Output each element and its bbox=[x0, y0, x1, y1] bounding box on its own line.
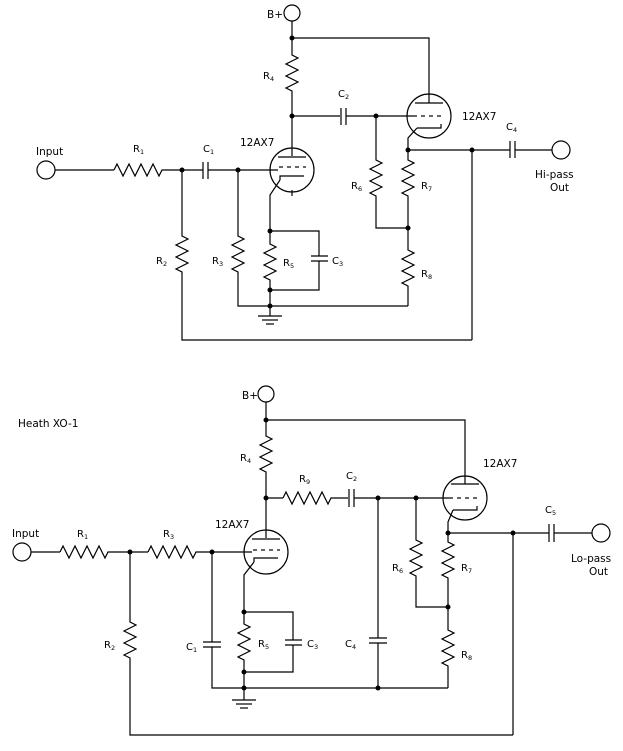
bottom-R5-resistor bbox=[236, 612, 252, 672]
bottom-R2-label: R2 bbox=[104, 640, 115, 652]
bottom-tube2-label: 12AX7 bbox=[483, 458, 517, 470]
bottom-tube1-label: 12AX7 bbox=[215, 519, 249, 531]
top-tube-V2 bbox=[406, 93, 452, 139]
bottom-tube-V2 bbox=[442, 475, 488, 521]
bottom-C5-label: C5 bbox=[545, 505, 556, 517]
top-output-label-line1: Hi-pass bbox=[535, 169, 574, 181]
bottom-R7-resistor bbox=[440, 533, 456, 607]
bottom-caption: Heath XO-1 bbox=[18, 418, 78, 430]
lo-pass-circuit: Heath XO-1 B+ R4 R9 C2 12AX7 12AX7 Input… bbox=[12, 385, 611, 736]
top-input-terminal bbox=[36, 160, 56, 180]
bottom-R9-label: R9 bbox=[299, 474, 310, 486]
bottom-C3-label: C3 bbox=[307, 639, 318, 651]
top-R7-resistor bbox=[400, 150, 416, 228]
top-R5-resistor bbox=[262, 231, 278, 290]
top-R8-label: R8 bbox=[421, 269, 432, 281]
bottom-R1-resistor bbox=[59, 544, 130, 560]
bottom-R9-resistor bbox=[282, 490, 348, 506]
bottom-R8-label: R8 bbox=[461, 650, 472, 662]
bottom-R3-resistor bbox=[147, 544, 252, 560]
bottom-R1-label: R1 bbox=[77, 529, 88, 541]
bottom-output-label-line2: Out bbox=[589, 566, 608, 578]
bottom-R4-label: R4 bbox=[240, 453, 251, 465]
top-ground-symbol bbox=[258, 315, 282, 325]
bottom-R7-label: R7 bbox=[461, 563, 472, 575]
top-R3-label: R3 bbox=[212, 256, 223, 268]
bottom-input-terminal bbox=[12, 542, 32, 562]
top-tube1-label: 12AX7 bbox=[240, 137, 274, 149]
top-C3-label: C3 bbox=[332, 256, 343, 268]
bottom-C4-label: C4 bbox=[345, 639, 356, 651]
top-bplus-terminal bbox=[283, 4, 301, 22]
top-tube-V1 bbox=[269, 116, 315, 193]
bottom-R6-resistor bbox=[408, 498, 448, 608]
top-C4-label: C4 bbox=[506, 122, 517, 134]
bottom-bplus-terminal bbox=[257, 385, 275, 403]
top-R1-resistor bbox=[113, 162, 182, 178]
bottom-output-terminal bbox=[591, 523, 611, 543]
hi-pass-circuit: B+ R4 C2 12AX7 12AX7 Input R1 C1 bbox=[36, 4, 574, 341]
bottom-R6-label: R6 bbox=[392, 563, 403, 575]
top-output-terminal bbox=[551, 140, 571, 160]
bottom-R2-resistor bbox=[122, 552, 513, 736]
top-R2-label: R2 bbox=[156, 256, 167, 268]
top-R2-resistor bbox=[174, 170, 472, 341]
top-R4-resistor bbox=[284, 38, 300, 116]
top-bplus-label: B+ bbox=[267, 9, 283, 21]
top-R6-resistor bbox=[368, 116, 408, 229]
bottom-ground-symbol bbox=[232, 699, 256, 709]
top-tube2-label: 12AX7 bbox=[462, 111, 496, 123]
top-R6-label: R6 bbox=[351, 181, 362, 193]
bottom-input-label: Input bbox=[12, 528, 39, 540]
bottom-output-label-line1: Lo-pass bbox=[571, 553, 611, 565]
bottom-bplus-label: B+ bbox=[242, 390, 258, 402]
top-R4-label: R4 bbox=[263, 71, 274, 83]
bottom-tube-V1 bbox=[243, 498, 289, 575]
bottom-R4-resistor bbox=[258, 420, 274, 498]
top-R5-label: R5 bbox=[283, 258, 294, 270]
top-input-label: Input bbox=[36, 146, 63, 158]
bottom-R8-resistor bbox=[440, 607, 456, 688]
top-C2-label: C2 bbox=[338, 89, 349, 101]
bottom-R3-label: R3 bbox=[163, 529, 174, 541]
top-R1-label: R1 bbox=[133, 144, 144, 156]
top-R3-resistor bbox=[230, 170, 270, 307]
top-output-label-line2: Out bbox=[550, 182, 569, 194]
bottom-R5-label: R5 bbox=[258, 639, 269, 651]
bottom-C1-label: C1 bbox=[186, 642, 197, 654]
top-R8-resistor bbox=[400, 228, 416, 306]
bottom-C2-label: C2 bbox=[346, 471, 357, 483]
top-R7-label: R7 bbox=[421, 181, 432, 193]
top-C1-label: C1 bbox=[203, 144, 214, 156]
